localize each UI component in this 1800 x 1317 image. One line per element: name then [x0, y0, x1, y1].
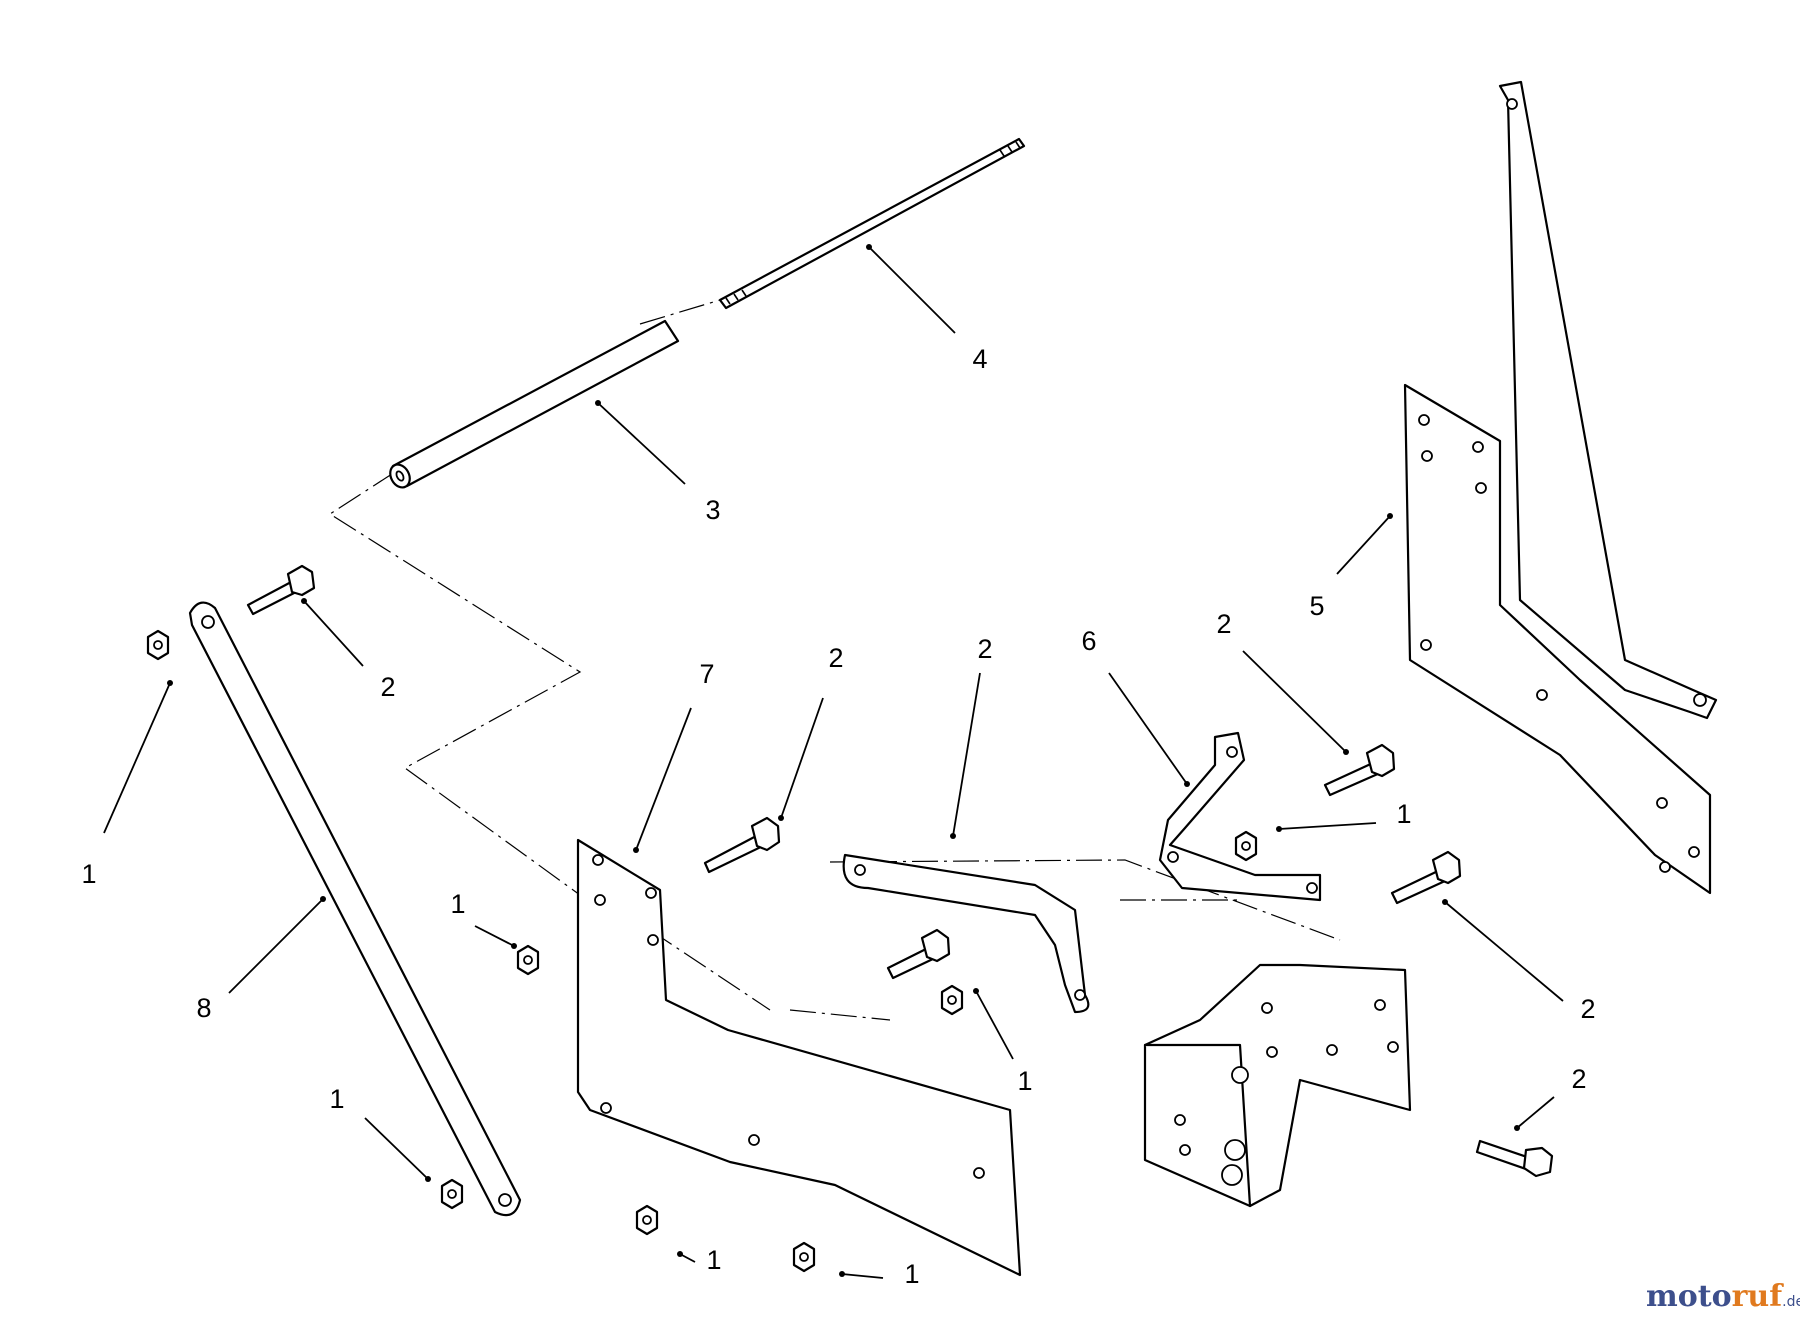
bolt-d [1323, 743, 1396, 797]
leader-lines [103, 244, 1564, 1279]
watermark-logo: motoruf.de [1646, 1279, 1800, 1314]
callout-1-bottom-a: 1 [706, 1245, 721, 1275]
callout-5: 5 [1309, 591, 1324, 621]
callout-8: 8 [196, 993, 211, 1023]
bolt-a [246, 564, 316, 616]
bolts [246, 564, 1554, 1178]
nut-e [440, 1178, 464, 1210]
part-3-sleeve [389, 319, 680, 489]
callout-1-bottom-b: 1 [904, 1259, 919, 1289]
bolt-e [1390, 850, 1462, 905]
callout-1-right-nut: 1 [1396, 799, 1411, 829]
callout-2-upper-right: 2 [1216, 609, 1231, 639]
part-6-strap-bracket [1158, 731, 1322, 902]
right-angle-bracket [1143, 963, 1412, 1208]
callout-1-left-nut: 1 [450, 889, 465, 919]
callout-2-strap: 2 [977, 634, 992, 664]
svg-text:motoruf.de: motoruf.de [1646, 1279, 1800, 1314]
part-7-mount-bracket [576, 838, 1022, 1277]
callout-2-right-middle: 2 [1580, 994, 1595, 1024]
nuts [146, 629, 1258, 1273]
nut-a [146, 629, 170, 661]
callout-labels: 4 3 5 2 1 7 2 2 6 2 1 1 8 1 2 2 1 1 1 1 [81, 344, 1595, 1289]
bolt-c [886, 928, 951, 980]
callout-3: 3 [705, 495, 720, 525]
bolt-b [703, 816, 781, 874]
nut-b [516, 944, 540, 976]
callout-1-center-nut: 1 [1017, 1066, 1032, 1096]
part-8-link-bar [188, 601, 522, 1217]
part-4-threaded-rod [718, 137, 1026, 310]
nut-c [940, 984, 964, 1016]
callout-4: 4 [972, 344, 987, 374]
nut-g [792, 1241, 816, 1273]
part-5-side-plate [1403, 80, 1718, 895]
callout-6: 6 [1081, 626, 1096, 656]
callout-7: 7 [699, 659, 714, 689]
callout-2-lower-right: 2 [1571, 1064, 1586, 1094]
callout-1-lower-left: 1 [329, 1084, 344, 1114]
nut-d [1234, 830, 1258, 862]
callout-2-top-left: 2 [380, 672, 395, 702]
callout-2-bracket: 2 [828, 643, 843, 673]
center-strap-bracket [842, 853, 1090, 1014]
bolt-f [1475, 1139, 1554, 1178]
callout-1-far-left: 1 [81, 859, 96, 889]
phantom-lines [328, 299, 1341, 1021]
nut-f [635, 1204, 659, 1236]
